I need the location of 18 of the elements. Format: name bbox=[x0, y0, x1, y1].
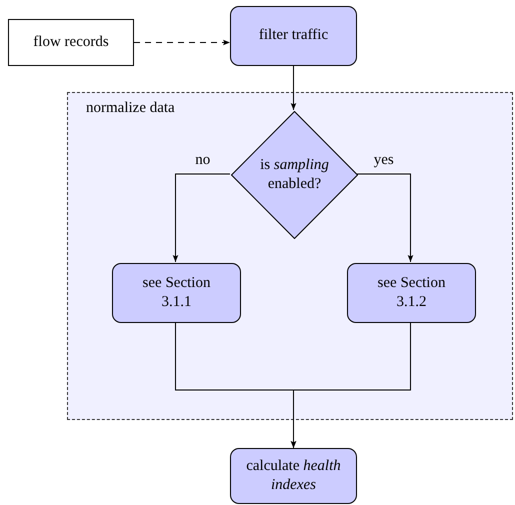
arrow bbox=[172, 174, 230, 262]
process-box bbox=[230, 448, 357, 504]
node-label: see Section 3.1.1 bbox=[142, 274, 212, 312]
node-label: see Section 3.1.2 bbox=[376, 274, 446, 312]
node-label: is sampling enabled? bbox=[259, 156, 330, 194]
group-heading: normalize data bbox=[86, 99, 175, 118]
arrow bbox=[290, 66, 296, 110]
arrow bbox=[356, 174, 414, 262]
group-region bbox=[67, 92, 513, 420]
process-box bbox=[347, 263, 476, 323]
arrow bbox=[134, 40, 230, 46]
node-label: calculate health indexes bbox=[245, 456, 342, 495]
process-box bbox=[230, 6, 357, 66]
process-box bbox=[112, 263, 241, 323]
node-label: filter traffic bbox=[258, 26, 328, 46]
arrow bbox=[290, 322, 411, 448]
process-box bbox=[8, 19, 134, 66]
node-label: flow records bbox=[33, 32, 109, 52]
